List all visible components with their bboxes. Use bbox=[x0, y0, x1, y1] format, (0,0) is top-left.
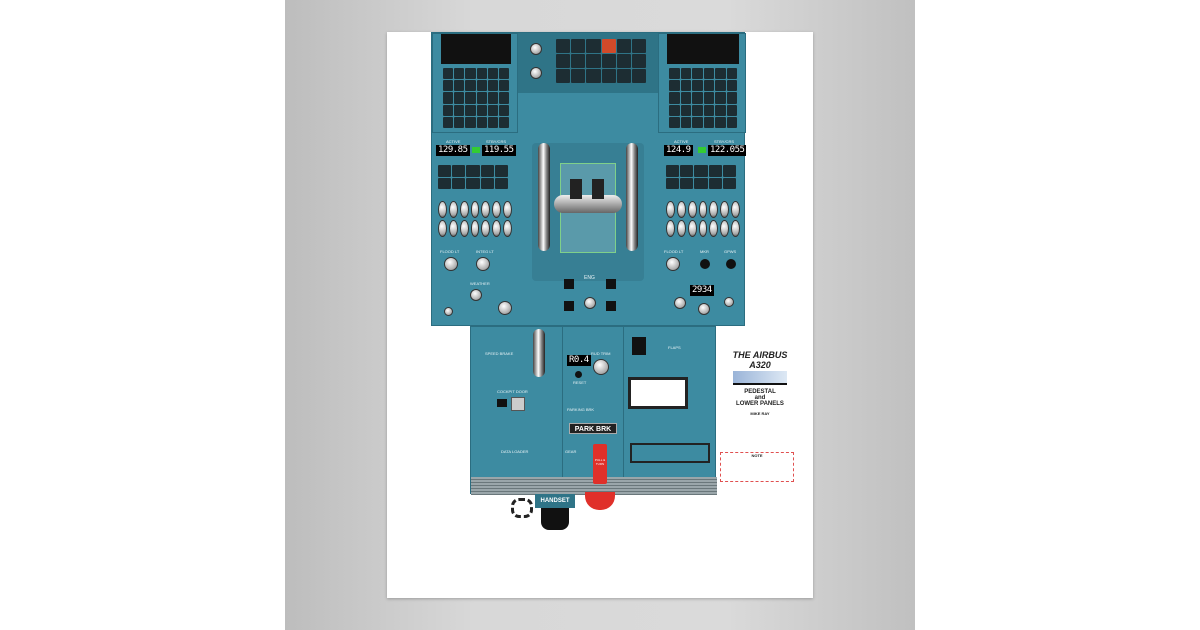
audio-control-knobs[interactable] bbox=[666, 201, 740, 237]
floodlt-label: FLOOD LT bbox=[664, 249, 684, 254]
rudder-trim-reset-button[interactable] bbox=[575, 371, 582, 378]
cockpit-door-label: COCKPIT DOOR bbox=[497, 389, 528, 394]
rmp-buttons[interactable] bbox=[438, 165, 508, 189]
cockpit-door-switch[interactable] bbox=[511, 397, 525, 411]
mcdu-right bbox=[658, 33, 746, 133]
storage-compartment[interactable] bbox=[630, 443, 710, 463]
speedbrake-handle-left[interactable] bbox=[538, 143, 550, 251]
right-lower-section: FLAPS bbox=[623, 327, 717, 477]
poster: ACTIVE STBY/CRS 129.85 119.55 ACTIVE STB… bbox=[387, 32, 813, 598]
printer-paper-slot bbox=[628, 377, 688, 409]
floodlt-knob[interactable] bbox=[666, 257, 680, 271]
floor-grille bbox=[471, 477, 717, 495]
cockpit-door-indicator bbox=[497, 399, 507, 407]
brightness-knob[interactable] bbox=[530, 43, 542, 55]
weather-label: WEATHER bbox=[470, 281, 490, 286]
flaps-label: FLAPS bbox=[668, 345, 681, 350]
brightness-knob[interactable] bbox=[530, 67, 542, 79]
rudder-trim-display: R0.4 bbox=[567, 355, 591, 366]
airbus-a320-logo: THE AIRBUS A320 bbox=[732, 350, 788, 370]
eng1-fire-indicator bbox=[564, 279, 574, 289]
eng-label: ENG bbox=[584, 275, 595, 281]
flaps-lever[interactable] bbox=[632, 337, 646, 355]
radio-management-panel-right: ACTIVE STBY/CRS 124.9 122.055 bbox=[660, 137, 747, 247]
radio-management-panel-left: ACTIVE STBY/CRS 129.85 119.55 bbox=[432, 137, 518, 247]
title-block: THE AIRBUS A320 PEDESTAL and LOWER PANEL… bbox=[725, 350, 795, 416]
tilt-knob[interactable] bbox=[498, 301, 512, 315]
speed-brake-label: SPEED BRAKE bbox=[485, 351, 514, 356]
gear-label: GEAR bbox=[565, 449, 577, 454]
center-lower-section: R0.4 RUD TRIM RESET PARKING BRK PARK BRK… bbox=[563, 347, 623, 477]
handset-label: HANDSET bbox=[535, 494, 575, 508]
note-heading: NOTE bbox=[751, 453, 763, 458]
handset[interactable] bbox=[541, 508, 569, 530]
standby-label: STBY/CRS bbox=[714, 139, 735, 144]
active-frequency-display: 124.9 bbox=[664, 145, 693, 156]
standby-frequency-display: 119.55 bbox=[482, 145, 516, 156]
rudder-trim-label: RUD TRIM bbox=[591, 351, 611, 356]
ecam-buttons[interactable] bbox=[556, 39, 646, 83]
gpws-button[interactable] bbox=[726, 259, 736, 269]
parking-brake-label: PARKING BRK bbox=[567, 407, 595, 412]
audio-control-knobs[interactable] bbox=[438, 201, 512, 237]
title-line: and bbox=[754, 395, 766, 401]
mcdu-left-screen bbox=[441, 34, 511, 64]
floodlt-knob[interactable] bbox=[444, 257, 458, 271]
weather-radar-knob[interactable] bbox=[470, 289, 482, 301]
mcdu-left-keypad[interactable] bbox=[443, 68, 509, 128]
active-label: ACTIVE bbox=[446, 139, 461, 144]
credit-name: MIKE RAY bbox=[750, 411, 770, 416]
throttle-quadrant bbox=[532, 143, 644, 281]
park-brake-handle[interactable]: PARK BRK bbox=[569, 423, 617, 434]
title-line: PEDESTAL bbox=[744, 389, 776, 395]
mcdu-right-screen bbox=[667, 34, 739, 64]
lighting-weather-panel-left: FLOOD LT INTEG LT WEATHER bbox=[432, 247, 522, 327]
gpws-label: GPWS bbox=[724, 249, 737, 254]
standby-frequency-display: 122.055 bbox=[708, 145, 747, 156]
mkr-button[interactable] bbox=[700, 259, 710, 269]
left-lower-section: SPEED BRAKE COCKPIT DOOR DATA LOADER bbox=[471, 327, 563, 477]
rudder-trim-knob[interactable] bbox=[593, 359, 609, 375]
gravity-gear-extension-handle[interactable]: PULL & TURN bbox=[593, 444, 607, 484]
transfer-button[interactable] bbox=[698, 147, 706, 153]
thrust-lever-2[interactable] bbox=[592, 179, 604, 199]
ecam-control-panel bbox=[518, 33, 658, 93]
atc-code-display: 2934 bbox=[690, 285, 714, 296]
intlt-knob[interactable] bbox=[476, 257, 490, 271]
speed-brake-lever[interactable] bbox=[533, 329, 545, 377]
eng2-master-switch[interactable] bbox=[606, 301, 616, 311]
eng2-fire-indicator bbox=[606, 279, 616, 289]
engine-mode-selector[interactable] bbox=[584, 297, 596, 309]
data-loader-label: DATA LOADER bbox=[501, 449, 529, 454]
reset-label: RESET bbox=[573, 380, 587, 385]
mcdu-right-keypad[interactable] bbox=[669, 68, 737, 128]
rmp-buttons[interactable] bbox=[666, 165, 736, 189]
gear-handle-knob[interactable] bbox=[585, 492, 615, 510]
atc-mode-selector[interactable] bbox=[674, 297, 686, 309]
handset-cord bbox=[511, 498, 533, 518]
title-line: LOWER PANELS bbox=[736, 401, 784, 407]
thrust-reverser-right[interactable] bbox=[626, 143, 638, 251]
upper-pedestal: ACTIVE STBY/CRS 129.85 119.55 ACTIVE STB… bbox=[431, 32, 747, 327]
tcas-selector[interactable] bbox=[724, 297, 734, 307]
eng1-master-switch[interactable] bbox=[564, 301, 574, 311]
aircraft-silhouette bbox=[733, 371, 787, 385]
floodlt-label: FLOOD LT bbox=[440, 249, 460, 254]
active-label: ACTIVE bbox=[674, 139, 689, 144]
lighting-atc-panel-right: FLOOD LT MKR GPWS 2934 bbox=[656, 247, 746, 327]
active-frequency-display: 129.85 bbox=[436, 145, 470, 156]
thrust-levers[interactable] bbox=[554, 195, 622, 213]
note-box: NOTE bbox=[720, 452, 794, 482]
atc-ident-button[interactable] bbox=[698, 303, 710, 315]
intlt-label: INTEG LT bbox=[476, 249, 494, 254]
gain-knob[interactable] bbox=[444, 307, 453, 316]
mkr-label: MKR bbox=[700, 249, 709, 254]
engine-master-panel: ENG bbox=[562, 275, 618, 325]
thrust-lever-1[interactable] bbox=[570, 179, 582, 199]
standby-label: STBY/CRS bbox=[486, 139, 507, 144]
mcdu-left bbox=[432, 33, 518, 133]
transfer-button[interactable] bbox=[472, 147, 480, 153]
